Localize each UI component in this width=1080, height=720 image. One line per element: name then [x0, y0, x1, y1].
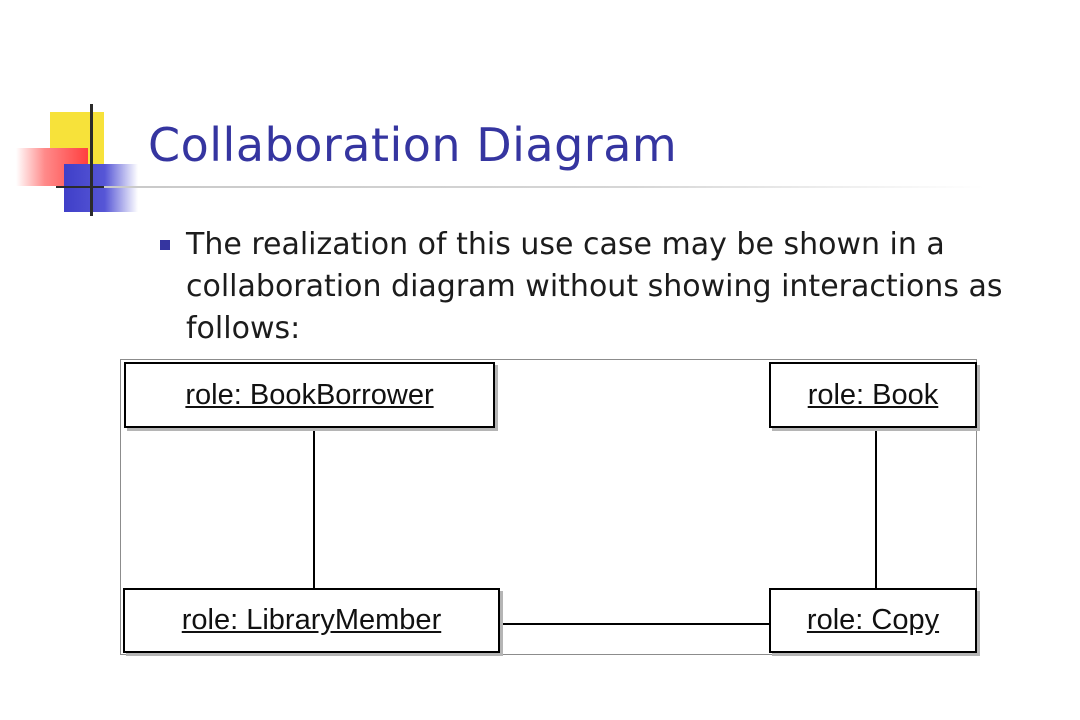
collaboration-diagram: role: BookBorrower role: Book role: Libr… [120, 359, 977, 655]
diagram-links [313, 428, 877, 625]
object-box-librarymember: role: LibraryMember [123, 588, 500, 653]
object-label-librarymember: role: LibraryMember [181, 604, 442, 636]
decorative-blue-square [64, 164, 138, 212]
decorative-vertical-line [90, 104, 93, 216]
decorative-horizontal-line [56, 186, 126, 188]
title-underline-rule [104, 186, 984, 188]
object-label-book: role: Book [807, 378, 939, 411]
object-label-bookborrower: role: BookBorrower [185, 378, 434, 411]
object-box-bookborrower: role: BookBorrower [124, 362, 495, 428]
slide-title: Collaboration Diagram [148, 118, 678, 172]
object-label-copy: role: Copy [806, 604, 940, 636]
bullet-square-icon [160, 240, 170, 250]
bullet-text: The realization of this use case may be … [186, 227, 1003, 346]
object-box-book: role: Book [769, 362, 977, 428]
object-box-copy: role: Copy [769, 588, 977, 653]
